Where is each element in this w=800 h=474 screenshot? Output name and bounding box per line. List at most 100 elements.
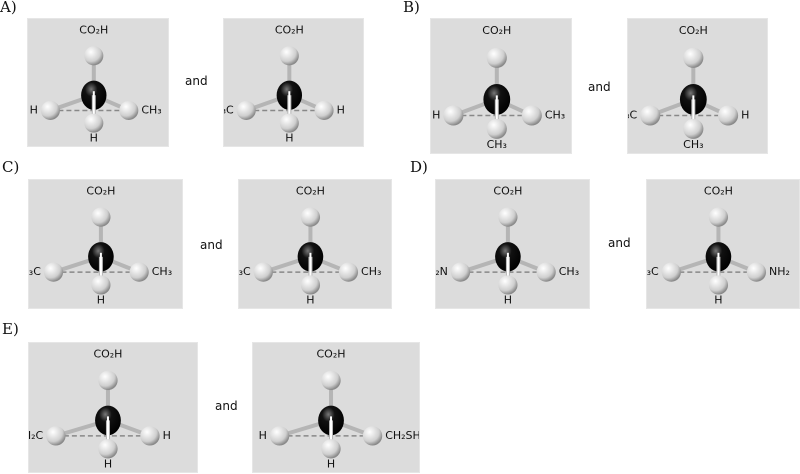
label-left: H bbox=[432, 108, 440, 121]
atom-left bbox=[253, 262, 273, 282]
label-right: CH₃ bbox=[361, 265, 381, 278]
label-left: H₃C bbox=[628, 108, 637, 121]
label-bottom: H bbox=[327, 457, 335, 470]
atom-top bbox=[279, 46, 299, 66]
label-top: CO₂H bbox=[93, 348, 122, 361]
molecule-model: CO₂H H H CH₂SH bbox=[259, 348, 419, 471]
label-bottom: H bbox=[714, 293, 722, 306]
atom-left bbox=[236, 100, 256, 120]
label-right: CH₂SH bbox=[385, 429, 419, 442]
molecule-panel: CO₂HHH₃CNH₂ bbox=[646, 179, 800, 309]
label-left: H₃C bbox=[239, 265, 251, 278]
label-top: CO₂H bbox=[86, 185, 115, 198]
atom-left bbox=[43, 262, 64, 282]
molecule-model: CO₂HHH₃CNH₂ bbox=[647, 185, 790, 307]
molecule-model: CO₂H H HSH₂C H bbox=[29, 348, 171, 471]
option-label-a: A) bbox=[0, 0, 17, 16]
label-top: CO₂H bbox=[704, 185, 733, 198]
atom-top bbox=[84, 46, 104, 66]
option-label-d: D) bbox=[410, 158, 428, 176]
label-right: H bbox=[337, 103, 345, 116]
option-label-c: C) bbox=[2, 158, 20, 176]
molecule-model: CO₂H H H₂N CH₃ bbox=[436, 185, 579, 307]
molecule-panel: CO₂H H H₃C H bbox=[223, 18, 364, 147]
label-top: CO₂H bbox=[317, 348, 346, 361]
label-bottom: H bbox=[504, 293, 512, 306]
option-label-e: E) bbox=[2, 320, 19, 338]
atom-front bbox=[321, 439, 341, 459]
atom-left bbox=[46, 426, 66, 446]
and-text: and bbox=[588, 80, 611, 94]
atom-left bbox=[40, 100, 60, 120]
atom-front bbox=[98, 439, 118, 459]
label-bottom: H bbox=[97, 293, 105, 306]
atom-top bbox=[486, 47, 507, 68]
atom-right bbox=[129, 262, 149, 282]
and-text: and bbox=[608, 236, 631, 250]
label-top: CO₂H bbox=[296, 185, 325, 198]
label-bottom: H bbox=[285, 131, 293, 144]
atom-front bbox=[300, 275, 321, 295]
label-right: CH₃ bbox=[152, 265, 172, 278]
label-left: H₃C bbox=[224, 103, 234, 116]
atom-front bbox=[84, 113, 104, 133]
label-top: CO₂H bbox=[493, 185, 522, 198]
atom-front bbox=[683, 118, 704, 139]
molecule-panel: CO₂H H H₃C CH₃ bbox=[238, 179, 392, 309]
label-right: H bbox=[741, 108, 749, 121]
molecule-model: CO₂H H H₃C CH₃ bbox=[29, 185, 172, 307]
atom-right bbox=[746, 262, 767, 282]
atom-top bbox=[321, 370, 341, 391]
label-left: H bbox=[259, 429, 267, 442]
label-top: CO₂H bbox=[79, 23, 108, 36]
atom-top bbox=[683, 47, 704, 68]
molecule-panel: CO₂H H HSH₂C H bbox=[28, 342, 198, 473]
label-right: NH₂ bbox=[769, 265, 790, 278]
atom-left bbox=[443, 105, 464, 126]
atom-front bbox=[486, 118, 507, 139]
label-bottom: CH₃ bbox=[683, 138, 703, 151]
atom-right bbox=[362, 426, 383, 446]
atom-right bbox=[338, 262, 359, 282]
molecule-panel: CO₂H H H₃C CH₃ bbox=[28, 179, 183, 309]
atom-top bbox=[91, 207, 111, 227]
atom-right bbox=[314, 100, 334, 120]
label-bottom: H bbox=[90, 131, 98, 144]
label-left: H bbox=[30, 103, 38, 116]
atom-left bbox=[269, 426, 290, 446]
atom-top bbox=[708, 207, 729, 227]
label-top: CO₂H bbox=[275, 23, 304, 36]
atom-left bbox=[661, 262, 681, 282]
molecule-model: CO₂H H H₃C CH₃ bbox=[239, 185, 381, 307]
label-top: CO₂H bbox=[482, 24, 511, 37]
molecule-panel: CO₂H CH₃ H CH₃ bbox=[430, 18, 572, 154]
label-right: H bbox=[163, 429, 171, 442]
molecule-panel: CO₂H H H₂N CH₃ bbox=[435, 179, 590, 309]
atom-left bbox=[640, 105, 661, 126]
atom-top bbox=[300, 207, 321, 227]
label-left: H₃C bbox=[29, 265, 41, 278]
label-right: CH₃ bbox=[141, 103, 161, 116]
label-bottom: CH₃ bbox=[487, 138, 507, 151]
atom-front bbox=[708, 275, 729, 295]
label-right: CH₃ bbox=[559, 265, 579, 278]
molecule-model: CO₂H H H CH₃ bbox=[30, 23, 162, 144]
label-left: H₂N bbox=[436, 265, 448, 278]
and-text: and bbox=[185, 74, 208, 88]
atom-top bbox=[498, 207, 518, 227]
atom-right bbox=[718, 105, 739, 126]
molecule-panel: CO₂H H H CH₂SH bbox=[252, 342, 420, 473]
molecule-panel: CO₂H H H CH₃ bbox=[27, 18, 169, 147]
label-top: CO₂H bbox=[679, 24, 708, 37]
and-text: and bbox=[200, 238, 223, 252]
molecule-model: CO₂H CH₃ H₃C H bbox=[628, 24, 749, 151]
label-bottom: H bbox=[306, 293, 314, 306]
molecule-model: CO₂H CH₃ H CH₃ bbox=[432, 24, 565, 151]
label-right: CH₃ bbox=[545, 108, 565, 121]
label-bottom: H bbox=[104, 457, 112, 470]
atom-right bbox=[140, 426, 160, 446]
atom-front bbox=[279, 113, 299, 133]
label-left: HSH₂C bbox=[29, 429, 44, 442]
molecule-panel: CO₂H CH₃ H₃C H bbox=[627, 18, 768, 154]
atom-right bbox=[521, 105, 542, 126]
